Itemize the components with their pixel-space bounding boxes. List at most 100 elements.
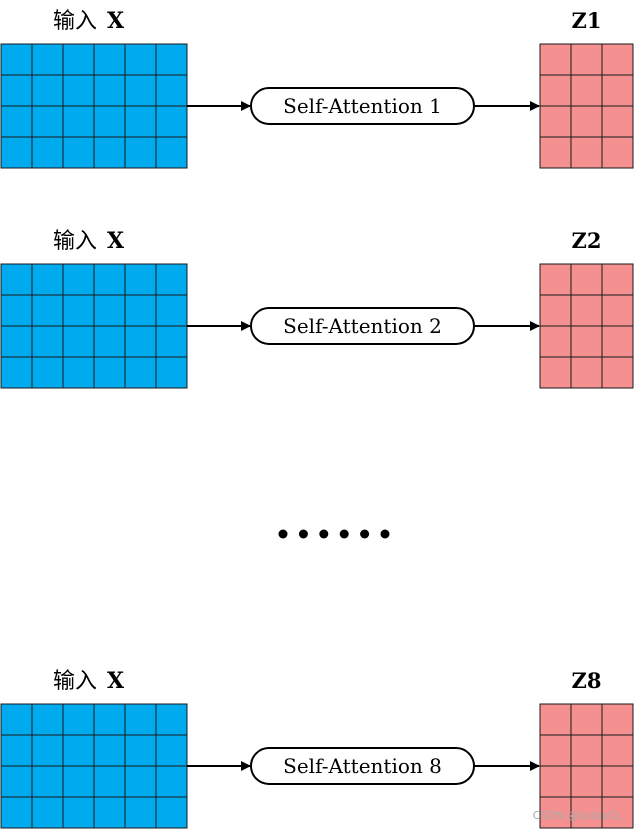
matrix-cell — [93, 74, 126, 107]
output-matrix — [539, 43, 634, 169]
matrix-cell — [93, 734, 126, 767]
matrix-cell — [155, 703, 188, 736]
matrix-cell — [539, 325, 572, 358]
matrix-cell — [31, 74, 64, 107]
output-matrix — [539, 703, 634, 829]
matrix-cell — [93, 765, 126, 798]
matrix-cell — [62, 294, 95, 327]
matrix-cell — [601, 74, 634, 107]
matrix-cell — [601, 263, 634, 296]
matrix-cell — [155, 356, 188, 389]
matrix-cell — [93, 703, 126, 736]
matrix-cell — [62, 74, 95, 107]
matrix-cell — [124, 294, 157, 327]
matrix-cell — [62, 796, 95, 829]
matrix-cell — [62, 703, 95, 736]
matrix-cell — [124, 796, 157, 829]
matrix-cell — [570, 796, 603, 829]
matrix-cell — [124, 734, 157, 767]
matrix-cell — [539, 263, 572, 296]
ellipsis-dot — [380, 529, 390, 539]
matrix-cell — [93, 43, 126, 76]
matrix-cell — [601, 294, 634, 327]
matrix-cell — [93, 796, 126, 829]
matrix-cell — [0, 796, 33, 829]
matrix-cell — [0, 74, 33, 107]
ellipsis-dot — [339, 529, 349, 539]
matrix-cell — [570, 703, 603, 736]
self-attention-label: Self-Attention 8 — [283, 754, 442, 778]
matrix-cell — [93, 294, 126, 327]
matrix-cell — [31, 356, 64, 389]
matrix-cell — [124, 136, 157, 169]
matrix-cell — [539, 796, 572, 829]
matrix-cell — [62, 105, 95, 138]
matrix-cell — [155, 325, 188, 358]
matrix-cell — [570, 43, 603, 76]
matrix-cell — [0, 294, 33, 327]
matrix-cell — [31, 43, 64, 76]
matrix-cell — [93, 356, 126, 389]
matrix-cell — [0, 325, 33, 358]
output-label: Z1 — [572, 8, 602, 33]
matrix-cell — [0, 703, 33, 736]
matrix-cell — [124, 263, 157, 296]
matrix-cell — [155, 105, 188, 138]
matrix-cell — [601, 796, 634, 829]
matrix-cell — [155, 796, 188, 829]
watermark: CSDN @LotusCL — [533, 809, 623, 822]
matrix-cell — [155, 765, 188, 798]
matrix-cell — [539, 43, 572, 76]
matrix-cell — [155, 734, 188, 767]
matrix-cell — [0, 43, 33, 76]
matrix-cell — [31, 703, 64, 736]
ellipsis-dot — [319, 529, 329, 539]
matrix-cell — [0, 734, 33, 767]
matrix-cell — [570, 74, 603, 107]
matrix-cell — [31, 734, 64, 767]
matrix-cell — [155, 294, 188, 327]
matrix-cell — [0, 263, 33, 296]
input-label: 输入 X — [53, 228, 125, 254]
self-attention-label: Self-Attention 2 — [283, 314, 442, 338]
output-label: Z8 — [572, 668, 602, 693]
ellipsis — [278, 529, 390, 539]
input-label-cn: 输入 — [53, 9, 97, 34]
ellipsis-dot — [298, 529, 308, 539]
matrix-cell — [601, 765, 634, 798]
matrix-cell — [570, 356, 603, 389]
matrix-cell — [539, 734, 572, 767]
matrix-cell — [155, 263, 188, 296]
matrix-cell — [539, 105, 572, 138]
matrix-cell — [570, 765, 603, 798]
matrix-cell — [124, 765, 157, 798]
matrix-cell — [124, 703, 157, 736]
input-label-var: X — [107, 8, 125, 34]
matrix-cell — [601, 136, 634, 169]
matrix-cell — [601, 43, 634, 76]
ellipsis-dot — [360, 529, 370, 539]
matrix-cell — [124, 325, 157, 358]
input-label-var: X — [107, 228, 125, 254]
matrix-cell — [62, 356, 95, 389]
matrix-cell — [570, 263, 603, 296]
self-attention-label: Self-Attention 1 — [283, 94, 442, 118]
matrix-cell — [31, 765, 64, 798]
input-label-cn: 输入 — [53, 229, 97, 254]
matrix-cell — [601, 105, 634, 138]
matrix-cell — [155, 74, 188, 107]
matrix-cell — [124, 74, 157, 107]
input-matrix — [0, 43, 188, 169]
matrix-cell — [31, 263, 64, 296]
matrix-cell — [0, 765, 33, 798]
matrix-cell — [124, 356, 157, 389]
matrix-cell — [570, 136, 603, 169]
input-matrix — [0, 263, 188, 389]
matrix-cell — [93, 105, 126, 138]
input-label-cn: 输入 — [53, 669, 97, 694]
